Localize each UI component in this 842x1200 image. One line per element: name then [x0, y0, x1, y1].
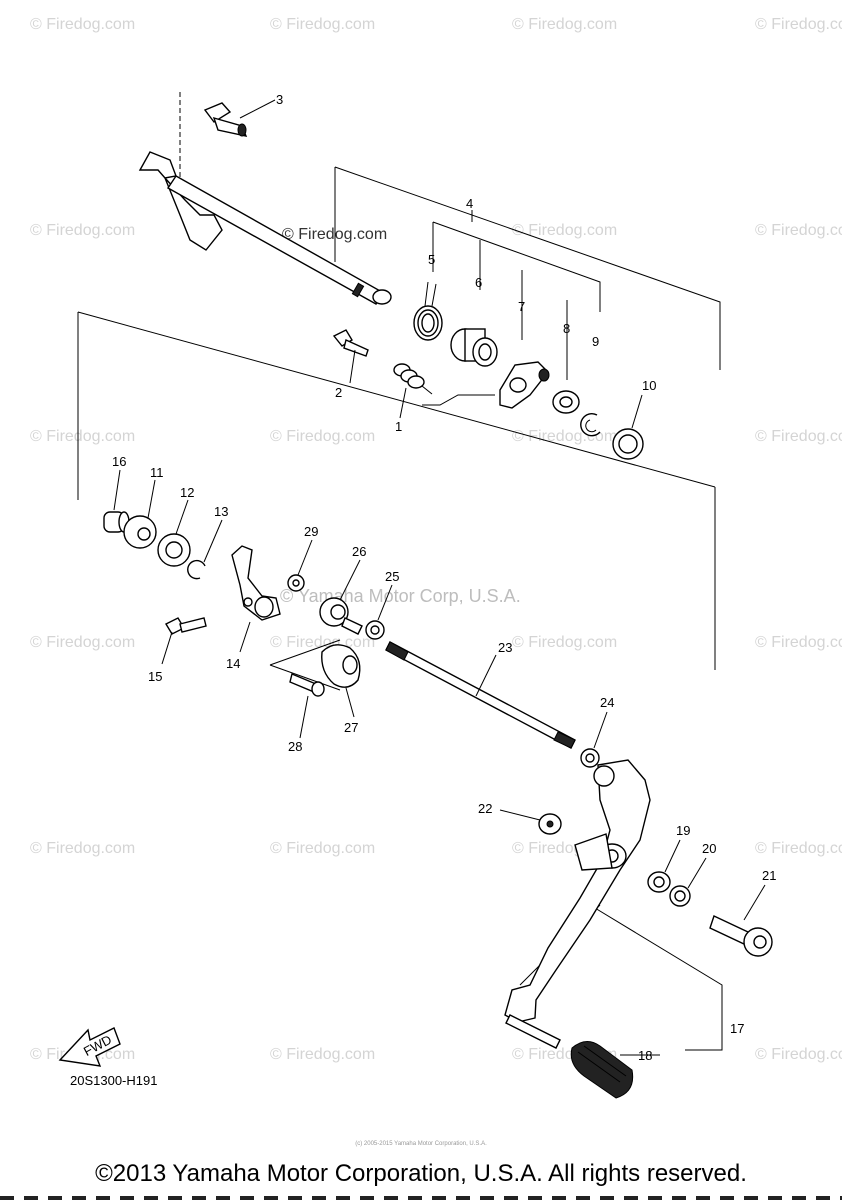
callout-25: 25 [385, 569, 399, 584]
lever-part-7 [499, 361, 550, 409]
washer-part-12 [157, 533, 191, 567]
watermark: © Firedog.com [30, 840, 136, 857]
copyright-notice: ©2013 Yamaha Motor Corporation, U.S.A. A… [95, 1160, 747, 1187]
bottom-border [0, 1196, 842, 1200]
tiny-credit: (c) 2005-2015 Yamaha Motor Corporation, … [355, 1141, 487, 1147]
shift-shaft-assembly [138, 151, 392, 305]
callout-3: 3 [276, 92, 283, 107]
shift-rod-part-23 [385, 641, 576, 749]
bolt-part-15 [165, 617, 207, 635]
callout-8: 8 [563, 321, 570, 336]
callout-9: 9 [592, 334, 599, 349]
callout-20: 20 [702, 841, 716, 856]
clip-part-20 [669, 885, 691, 907]
bolt-part-3 [203, 102, 248, 137]
callout-18: 18 [638, 1048, 652, 1063]
watermark: © Firedog.com [755, 16, 842, 33]
callout-6: 6 [475, 275, 482, 290]
callout-2: 2 [335, 385, 342, 400]
watermark: © Firedog.com [270, 16, 376, 33]
watermark: © Firedog.com [512, 634, 618, 651]
watermark: © Firedog.com [30, 428, 136, 445]
nut-part-25 [365, 620, 385, 640]
callout-16: 16 [112, 454, 126, 469]
watermark: © Firedog.com [755, 634, 842, 651]
shift-pedal-part-17 [504, 759, 651, 1049]
callout-29: 29 [304, 524, 318, 539]
watermark: © Firedog.com [512, 222, 618, 239]
shift-arm-part-14 [231, 545, 281, 621]
callout-27: 27 [344, 720, 358, 735]
bolt-part-28 [289, 673, 325, 697]
oil-seal-part-10 [612, 428, 644, 460]
watermark: © Firedog.com [30, 16, 136, 33]
watermark: © Firedog.com [755, 222, 842, 239]
callout-12: 12 [180, 485, 194, 500]
washer-part-8 [552, 390, 580, 414]
watermark: © Firedog.com [270, 428, 376, 445]
washer-part-22 [538, 813, 562, 835]
spring-part-1 [393, 363, 433, 395]
watermark: © Firedog.com [30, 634, 136, 651]
watermark: © Firedog.com [270, 1046, 376, 1063]
callout-7: 7 [518, 299, 525, 314]
circlip-part-9 [580, 412, 601, 437]
washer-part-29 [287, 574, 305, 592]
watermark: © Firedog.com [512, 16, 618, 33]
callout-28: 28 [288, 739, 302, 754]
spring-part-5 [413, 281, 443, 341]
rod-end-part-26 [319, 597, 363, 635]
collar-part-6 [450, 328, 498, 367]
callout-1: 1 [395, 419, 402, 434]
callout-11: 11 [150, 465, 164, 480]
bolt-part-2 [332, 329, 369, 357]
callout-4: 4 [466, 196, 473, 211]
callout-22: 22 [478, 801, 492, 816]
callout-17: 17 [730, 1021, 744, 1036]
reference-lines [77, 92, 723, 1051]
pivot-bolt-part-21 [709, 915, 773, 957]
collar-part-11 [123, 515, 157, 549]
figure-code: 20S1300-H191 [70, 1073, 158, 1088]
callout-labels: 3 4 5 6 7 8 9 10 2 1 16 11 12 13 29 26 2… [112, 92, 776, 1063]
forward-arrow-icon: FWD [58, 1027, 121, 1067]
watermark: © Firedog.com [270, 840, 376, 857]
leader-lines [113, 99, 766, 1056]
callout-24: 24 [600, 695, 614, 710]
washer-part-19 [647, 871, 671, 893]
callout-15: 15 [148, 669, 162, 684]
callout-21: 21 [762, 868, 776, 883]
circlip-part-13 [187, 559, 206, 580]
callout-5: 5 [428, 252, 435, 267]
callout-14: 14 [226, 656, 240, 671]
callout-10: 10 [642, 378, 656, 393]
callout-23: 23 [498, 640, 512, 655]
watermark: © Firedog.com [755, 428, 842, 445]
callout-19: 19 [676, 823, 690, 838]
callout-26: 26 [352, 544, 366, 559]
watermark: © Firedog.com [30, 222, 136, 239]
cover-part-27 [321, 644, 361, 688]
callout-13: 13 [214, 504, 228, 519]
watermark: © Firedog.com [755, 1046, 842, 1063]
watermark: © Firedog.com [755, 840, 842, 857]
rubber-part-18 [570, 1041, 634, 1099]
nut-part-24 [580, 748, 600, 768]
